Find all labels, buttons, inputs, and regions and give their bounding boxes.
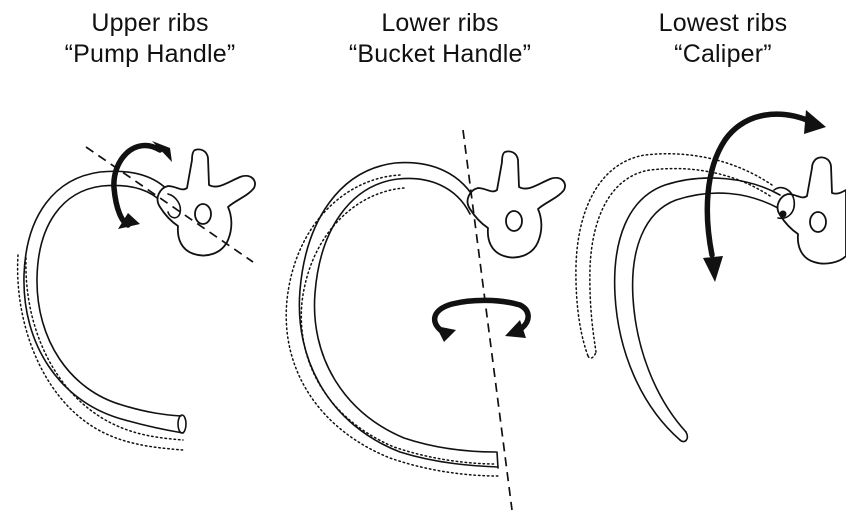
- arrowhead-bucket-left: [436, 326, 456, 342]
- upper-rib-inner-edge: [37, 185, 181, 416]
- upper-rib-end: [178, 415, 186, 433]
- upper-rib-outer-edge: [24, 171, 183, 433]
- panel-caliper: [576, 110, 846, 442]
- joint-point-caliper: [780, 211, 787, 218]
- panel-pump-handle: [18, 141, 255, 450]
- arrowhead-caliper-top: [804, 110, 826, 134]
- displaced-rib-outline-caliper: [576, 154, 772, 356]
- lowest-rib-tip: [680, 432, 687, 442]
- vertebra-pump: [158, 149, 255, 255]
- panel-bucket-handle: [286, 130, 565, 510]
- lowest-rib-outer-edge: [615, 178, 780, 440]
- displaced-rib-outline-bucket-inner: [301, 188, 496, 464]
- lower-rib-end: [497, 452, 498, 468]
- arrowhead-pump-top: [152, 141, 172, 162]
- arrowhead-caliper-bottom: [703, 256, 723, 282]
- lower-rib-outer-edge: [299, 163, 498, 467]
- displaced-rib-outline-pump: [18, 255, 183, 450]
- lower-rib-inner-edge: [314, 178, 496, 452]
- vertebra-caliper: [778, 157, 846, 263]
- vertebral-foramen-caliper: [810, 212, 826, 232]
- vertebral-foramen-bucket: [506, 211, 522, 231]
- arrowhead-bucket-right: [505, 320, 526, 338]
- displaced-rib-tip-caliper: [588, 352, 596, 358]
- lowest-rib-inner-edge: [633, 193, 778, 432]
- vertebral-foramen-pump: [195, 204, 211, 224]
- vertebra-bucket: [468, 151, 565, 257]
